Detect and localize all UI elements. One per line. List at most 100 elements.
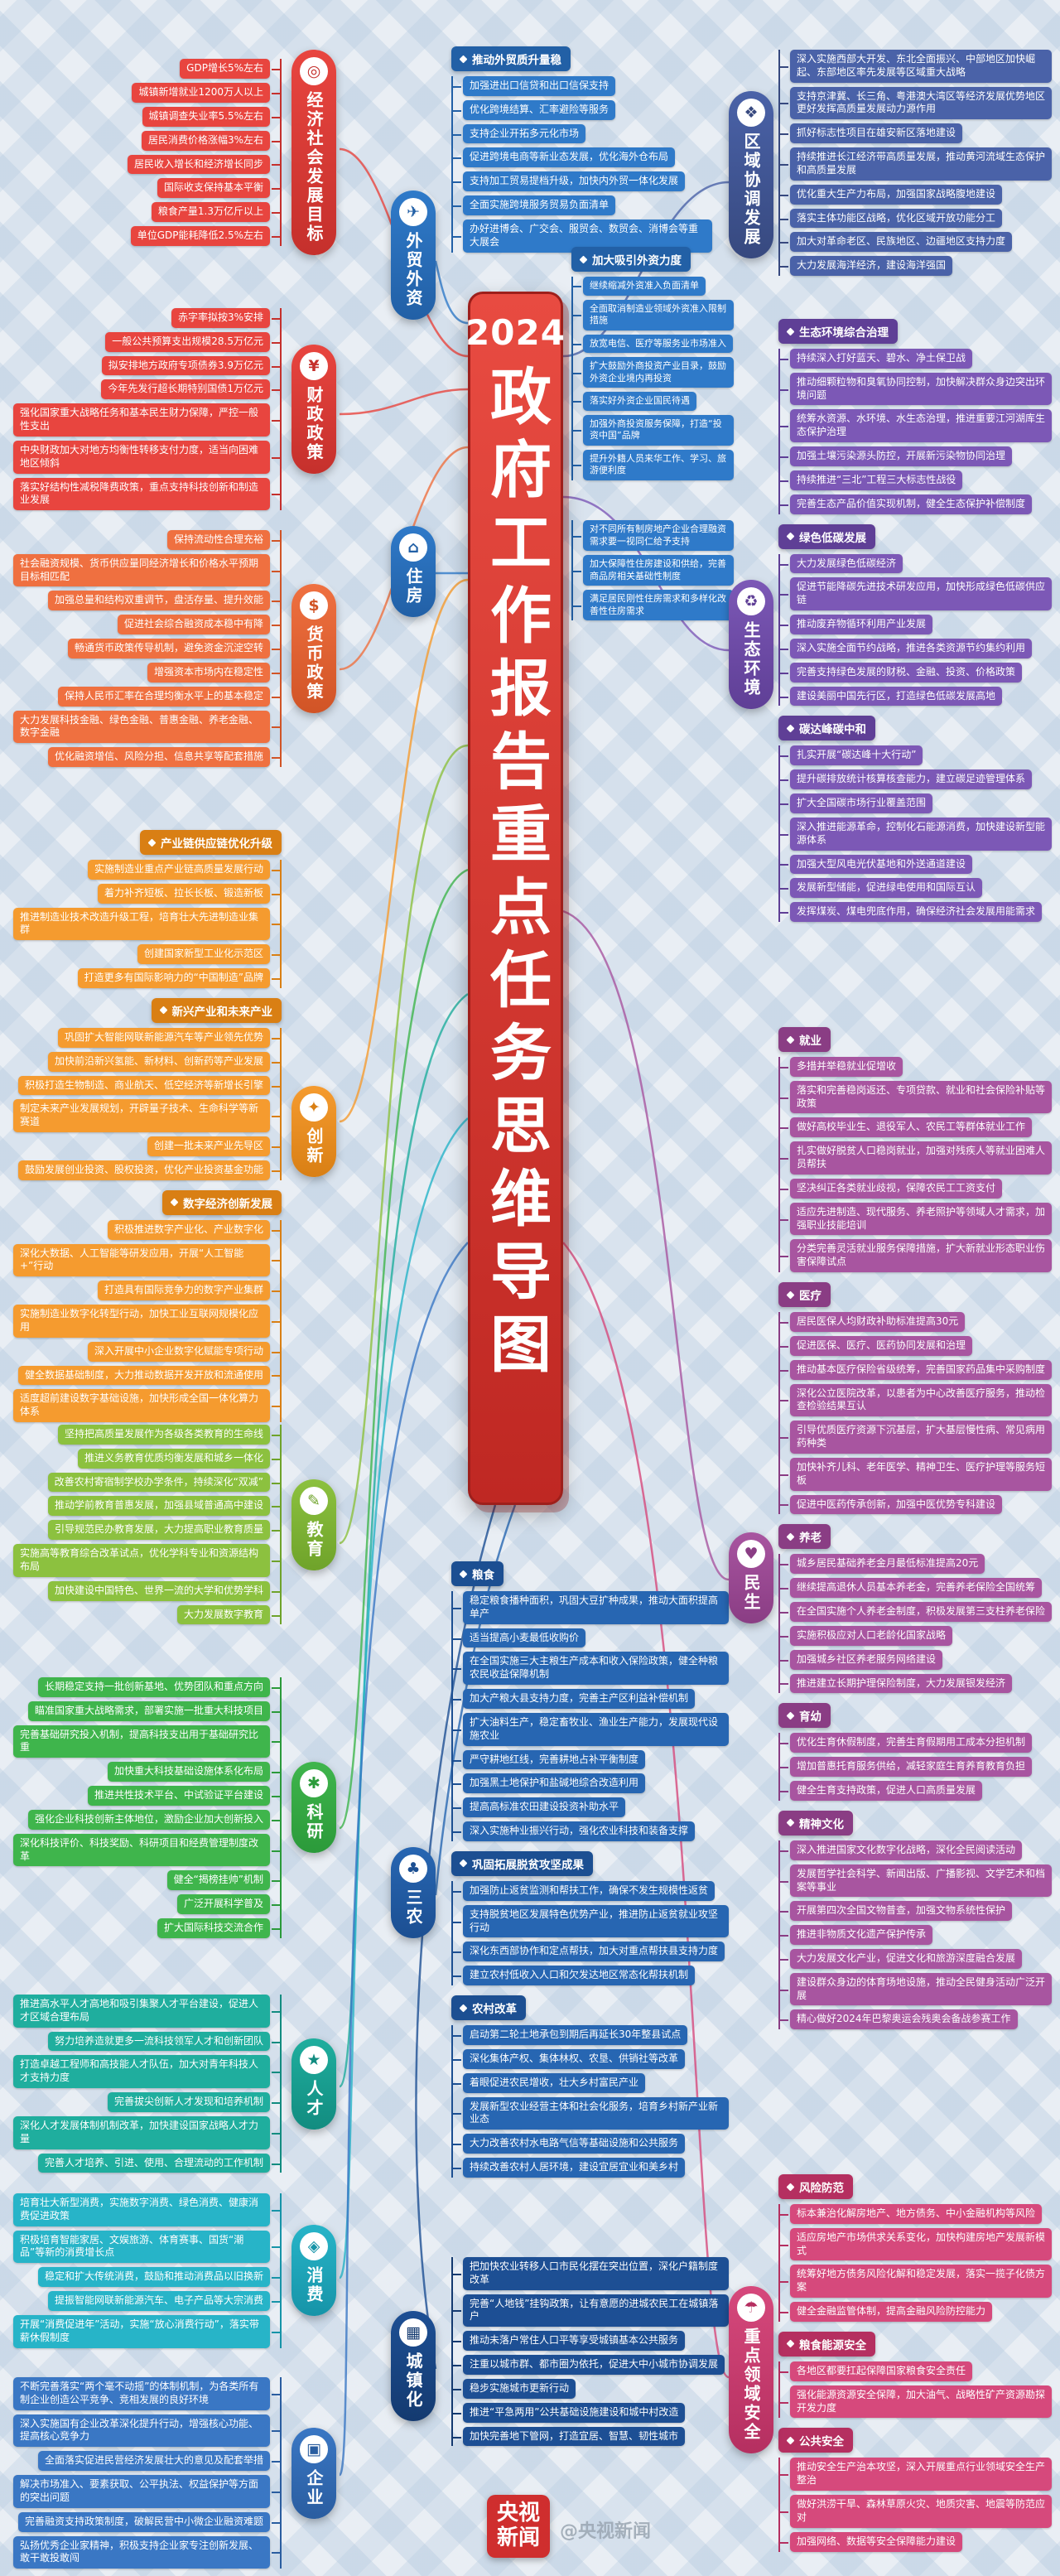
monetary-policy-items: 保持流动性合理充裕社会融资规模、货币供应量同经济增长和价格水平预期目标相匹配加强… — [13, 530, 282, 768]
mindmap-item: 健全生育支持政策，促进人口高质量发展 — [778, 1781, 983, 1801]
agriculture-subsections: 粮食 稳定粮食播种面积，巩固大豆扩种成果，推动大面积提高单产适当提高小麦最低收购… — [451, 1561, 729, 2188]
mindmap-item: 不断完善落实“两个毫不动摇”的体制机制，为各类所有制企业创造公平竞争、竞相发展的… — [13, 2377, 281, 2410]
mindmap-item: 坚决纠正各类就业歧视，保障农民工工资支付 — [778, 1178, 1003, 1199]
category-label: 消费 — [304, 2266, 324, 2305]
mindmap-item: 推进义务教育优质均衡发展和城乡一体化 — [77, 1448, 282, 1469]
mindmap-item: 各地区都要扛起保障国家粮食安全责任 — [778, 2361, 973, 2381]
subsection-digital-economy: 数字经济创新发展 积极推进数字产业化、产业数字化深化大数据、人工智能等研发应用，… — [13, 1189, 282, 1423]
mindmap-item: 加强黑土地保护和盐碱地综合改造利用 — [451, 1773, 646, 1794]
category-label: 生态环境 — [741, 621, 761, 697]
mindmap-item: 增加普惠托育服务供给，减轻家庭生育养育教育负担 — [778, 1757, 1033, 1778]
mindmap-item: 发挥煤炭、煤电兜底作用，确保经济社会发展用能需求 — [778, 902, 1043, 923]
subsection-risk-prevention: 风险防范 标本兼治化解房地产、地方债务、中小金融机构等风险适应房地产市场供求关系… — [778, 2174, 1052, 2322]
mindmap-item: 把加快农业转移人口市民化摆在突出位置，深化户籍制度改革 — [452, 2257, 729, 2290]
mindmap-item: 社会融资规模、货币供应量同经济增长和价格水平预期目标相匹配 — [13, 553, 281, 587]
mindmap-item: 拟安排地方政府专项债券3.9万亿元 — [101, 355, 282, 376]
subsection-rural-reform: 农村改革 启动第二轮土地承包到期后再延长30年整县试点深化集体产权、集体林权、农… — [451, 1995, 729, 2178]
mindmap-item: 全面落实促进民营经济发展壮大的意见及配套举措 — [37, 2451, 282, 2472]
mindmap-item: 加强防止返贫监测和帮扶工作，确保不发生规模性返贫 — [451, 1880, 716, 1901]
mindmap-item: 适当提高小麦最低收购价 — [451, 1628, 586, 1648]
mindmap-item: 继续提高退休人员基本养老金，完善养老保险全国统筹 — [778, 1578, 1043, 1599]
mindmap-item: 扩大鼓励外商投资产业目录，鼓励外资企业境内再投资 — [572, 357, 734, 388]
target-icon: ◎ — [300, 57, 328, 85]
mindmap-item: 加大保障性住房建设和供给，完善商品房相关基础性制度 — [572, 555, 734, 586]
mindmap-item: 扩大全国碳市场行业覆盖范围 — [778, 794, 933, 813]
livelihood-subsections: 就业 多措并举稳就业促增收落实和完善稳岗返还、专项贷款、就业和社会保险补贴等政策… — [778, 1027, 1052, 2039]
mindmap-item: 着力补齐短板、拉长长板、锻造新板 — [97, 883, 282, 904]
subsection-header: 碳达峰碳中和 — [778, 716, 875, 741]
title-main: 政府工作报告重点任务思维导图 — [479, 364, 552, 1385]
mindmap-item: 开展“消费促进年”活动，实施“放心消费行动”，落实带薪休假制度 — [13, 2314, 281, 2348]
cctv-news-logo: 央视 新闻 — [487, 2495, 550, 2558]
subsection-header: 公共安全 — [778, 2428, 853, 2453]
mindmap-item: 引导规范民办教育发展，大力提高职业教育质量 — [47, 1520, 282, 1541]
category-livelihood: ♥ 民生 — [729, 1532, 773, 1623]
category-ecology: ♻ 生态环境 — [729, 580, 773, 709]
subsection-header: 产业链供应链优化升级 — [140, 830, 282, 855]
mindmap-item: 完善拔尖创新人才发现和培养机制 — [107, 2092, 282, 2112]
category-label: 创新 — [304, 1126, 324, 1165]
mindmap-item: 中央财政加大对地方均衡性转移支付力度，适当向困难地区倾斜 — [13, 440, 281, 474]
mindmap-item: 加快重大科技基础设施体系化布局 — [107, 1762, 282, 1782]
heart-icon: ♥ — [737, 1540, 765, 1568]
mindmap-item: 一般公共预算支出规模28.5万亿元 — [105, 331, 281, 352]
mindmap-item: 积极培育智能家居、文娱旅游、体育赛事、国货“潮品”等新的消费增长点 — [13, 2230, 281, 2264]
mindmap-item: 赤字率拟按3%安排 — [171, 308, 282, 328]
category-label: 城镇化 — [403, 2352, 423, 2410]
mindmap-item: 完善基础研究投入机制，提高科技支出用于基础研究比重 — [13, 1725, 281, 1758]
clover-icon: ♣ — [399, 1855, 427, 1883]
mindmap-item: 稳步实施城市更新行动 — [451, 2378, 576, 2399]
category-enterprise: ▣ 企业 — [292, 2427, 336, 2519]
mindmap-item: 单位GDP能耗降低2.5%左右 — [130, 225, 282, 246]
group-fiscal-policy: 赤字率拟按3%安排一般公共预算支出规模28.5万亿元拟安排地方政府专项债券3.9… — [13, 308, 336, 511]
mindmap-item: 鼓励发展创业投资、股权投资，优化产业投资基金功能 — [17, 1160, 282, 1180]
mindmap-item: 保持流动性合理充裕 — [166, 530, 282, 550]
mindmap-item: 培育壮大新型消费，实施数字消费、绿色消费、健康消费促进政策 — [13, 2193, 281, 2226]
mindmap-item: 建设美丽中国先行区，打造绿色低碳发展高地 — [778, 686, 1003, 707]
mindmap-item: 粮食产量1.3万亿斤以上 — [151, 202, 282, 222]
mindmap-item: 统筹水资源、水环境、水生态治理，推进重要江河湖库生态保护治理 — [779, 409, 1052, 443]
mindmap-item: 实施高等教育综合改革试点，优化学科专业和资源结构布局 — [13, 1544, 281, 1577]
mindmap-item: 深入实施种业振兴行动，强化农业科技和装备支撑 — [451, 1821, 696, 1841]
mindmap-item: 推进共性技术平台、中试验证平台建设 — [87, 1786, 282, 1806]
mindmap-item: 深化东西部协作和定点帮扶，加大对重点帮扶县支持力度 — [451, 1942, 725, 1962]
mindmap-item: 落实好外资企业国民待遇 — [572, 392, 696, 411]
consumption-items: 培育壮大新型消费，实施数字消费、绿色消费、健康消费促进政策积极培育智能家居、文娱… — [13, 2193, 282, 2348]
subsection-header: 推动外贸质升量稳 — [451, 46, 571, 71]
mindmap-item: 弘扬优秀企业家精神，积极支持企业家专注创新发展、敢干敢投敢闯 — [13, 2535, 281, 2569]
group-innovation: 产业链供应链优化升级 实施制造业重点产业链高质量发展行动着力补齐短板、拉长长板、… — [13, 830, 336, 1432]
mindmap-item: 持续推进长江经济带高质量发展，推动黄河流域生态保护和高质量发展 — [779, 147, 1052, 181]
regional-development-items: 深入实施西部大开发、东北全面振兴、中部地区加快崛起、东部地区率先发展等区域重大战… — [778, 50, 1052, 277]
group-talent: 推进高水平人才高地和吸引集聚人才平台建设，促进人才区域合理布局努力培养造就更多一… — [13, 1995, 336, 2173]
category-innovation: ✦ 创新 — [292, 1085, 336, 1177]
mindmap-item: 强化国家重大战略任务和基本民生财力保障，严控一般性支出 — [13, 403, 281, 437]
mindmap-item: 城镇调查失业率5.5%左右 — [142, 106, 281, 127]
mindmap-item: 保持人民币汇率在合理均衡水平上的基本稳定 — [57, 686, 282, 707]
category-label: 财政政策 — [304, 386, 324, 463]
mindmap-item: 广泛开展科学普及 — [176, 1894, 282, 1915]
group-consumption: 培育壮大新型消费，实施数字消费、绿色消费、健康消费促进政策积极培育智能家居、文娱… — [13, 2193, 336, 2348]
subsection-food-energy-security: 粮食能源安全 各地区都要扛起保障国家粮食安全责任强化能源资源安全保障，加大油气、… — [778, 2331, 1052, 2419]
mindmap-item: 打造具有国际竞争力的数字产业集群 — [97, 1281, 282, 1301]
category-label: 重点领域安全 — [741, 2328, 761, 2442]
mindmap-item: 大力发展数字教育 — [176, 1604, 282, 1625]
mindmap-item: 制定未来产业发展规划，开辟量子技术、生命科学等新赛道 — [13, 1099, 281, 1133]
watermark-handle: @央视新闻 — [560, 2521, 652, 2542]
title-year: 2024 — [465, 312, 566, 353]
mindmap-item: 完善“人地钱”挂钩政策，让有意愿的进城农民工在城镇落户 — [452, 2294, 729, 2328]
group-economic-targets: GDP增长5%左右城镇新增就业1200万人以上城镇调查失业率5.5%左右居民消费… — [13, 50, 336, 255]
mindmap-item: 健全金融监管体制，提高金融风险防控能力 — [778, 2302, 993, 2322]
mindmap-item: 大力改善农村水电路气信等基础设施和公共服务 — [451, 2134, 686, 2154]
mindmap-item: 打造更多有国际影响力的“中国制造”品牌 — [77, 968, 282, 988]
mindmap-item: 着眼促进农民增收，壮大乡村富民产业 — [451, 2072, 646, 2093]
subsection-header: 加大吸引外资力度 — [571, 247, 691, 272]
mindmap-item: 推动未落户常住人口平等享受城镇基本公共服务 — [451, 2331, 686, 2352]
mindmap-item: 推进建立长期护理保险制度，大力发展银发经济 — [778, 1673, 1013, 1694]
subsection-childcare: 育幼 优化生育休假制度，完善生育假期用工成本分担机制增加普惠托育服务供给，减轻家… — [778, 1703, 1052, 1801]
category-label: 企业 — [304, 2468, 324, 2507]
mindmap-item: 大力发展科技金融、绿色金融、普惠金融、养老金融、数字金融 — [13, 710, 281, 744]
talent-items: 推进高水平人才高地和吸引集聚人才平台建设，促进人才区域合理布局努力培养造就更多一… — [13, 1995, 282, 2173]
mindmap-item: 放宽电信、医疗等服务业市场准入 — [572, 334, 733, 354]
mindmap-item: 优化生育休假制度，完善生育假期用工成本分担机制 — [778, 1733, 1033, 1754]
mindmap-item: 全面取消制造业领域外资准入限制措施 — [572, 299, 734, 330]
